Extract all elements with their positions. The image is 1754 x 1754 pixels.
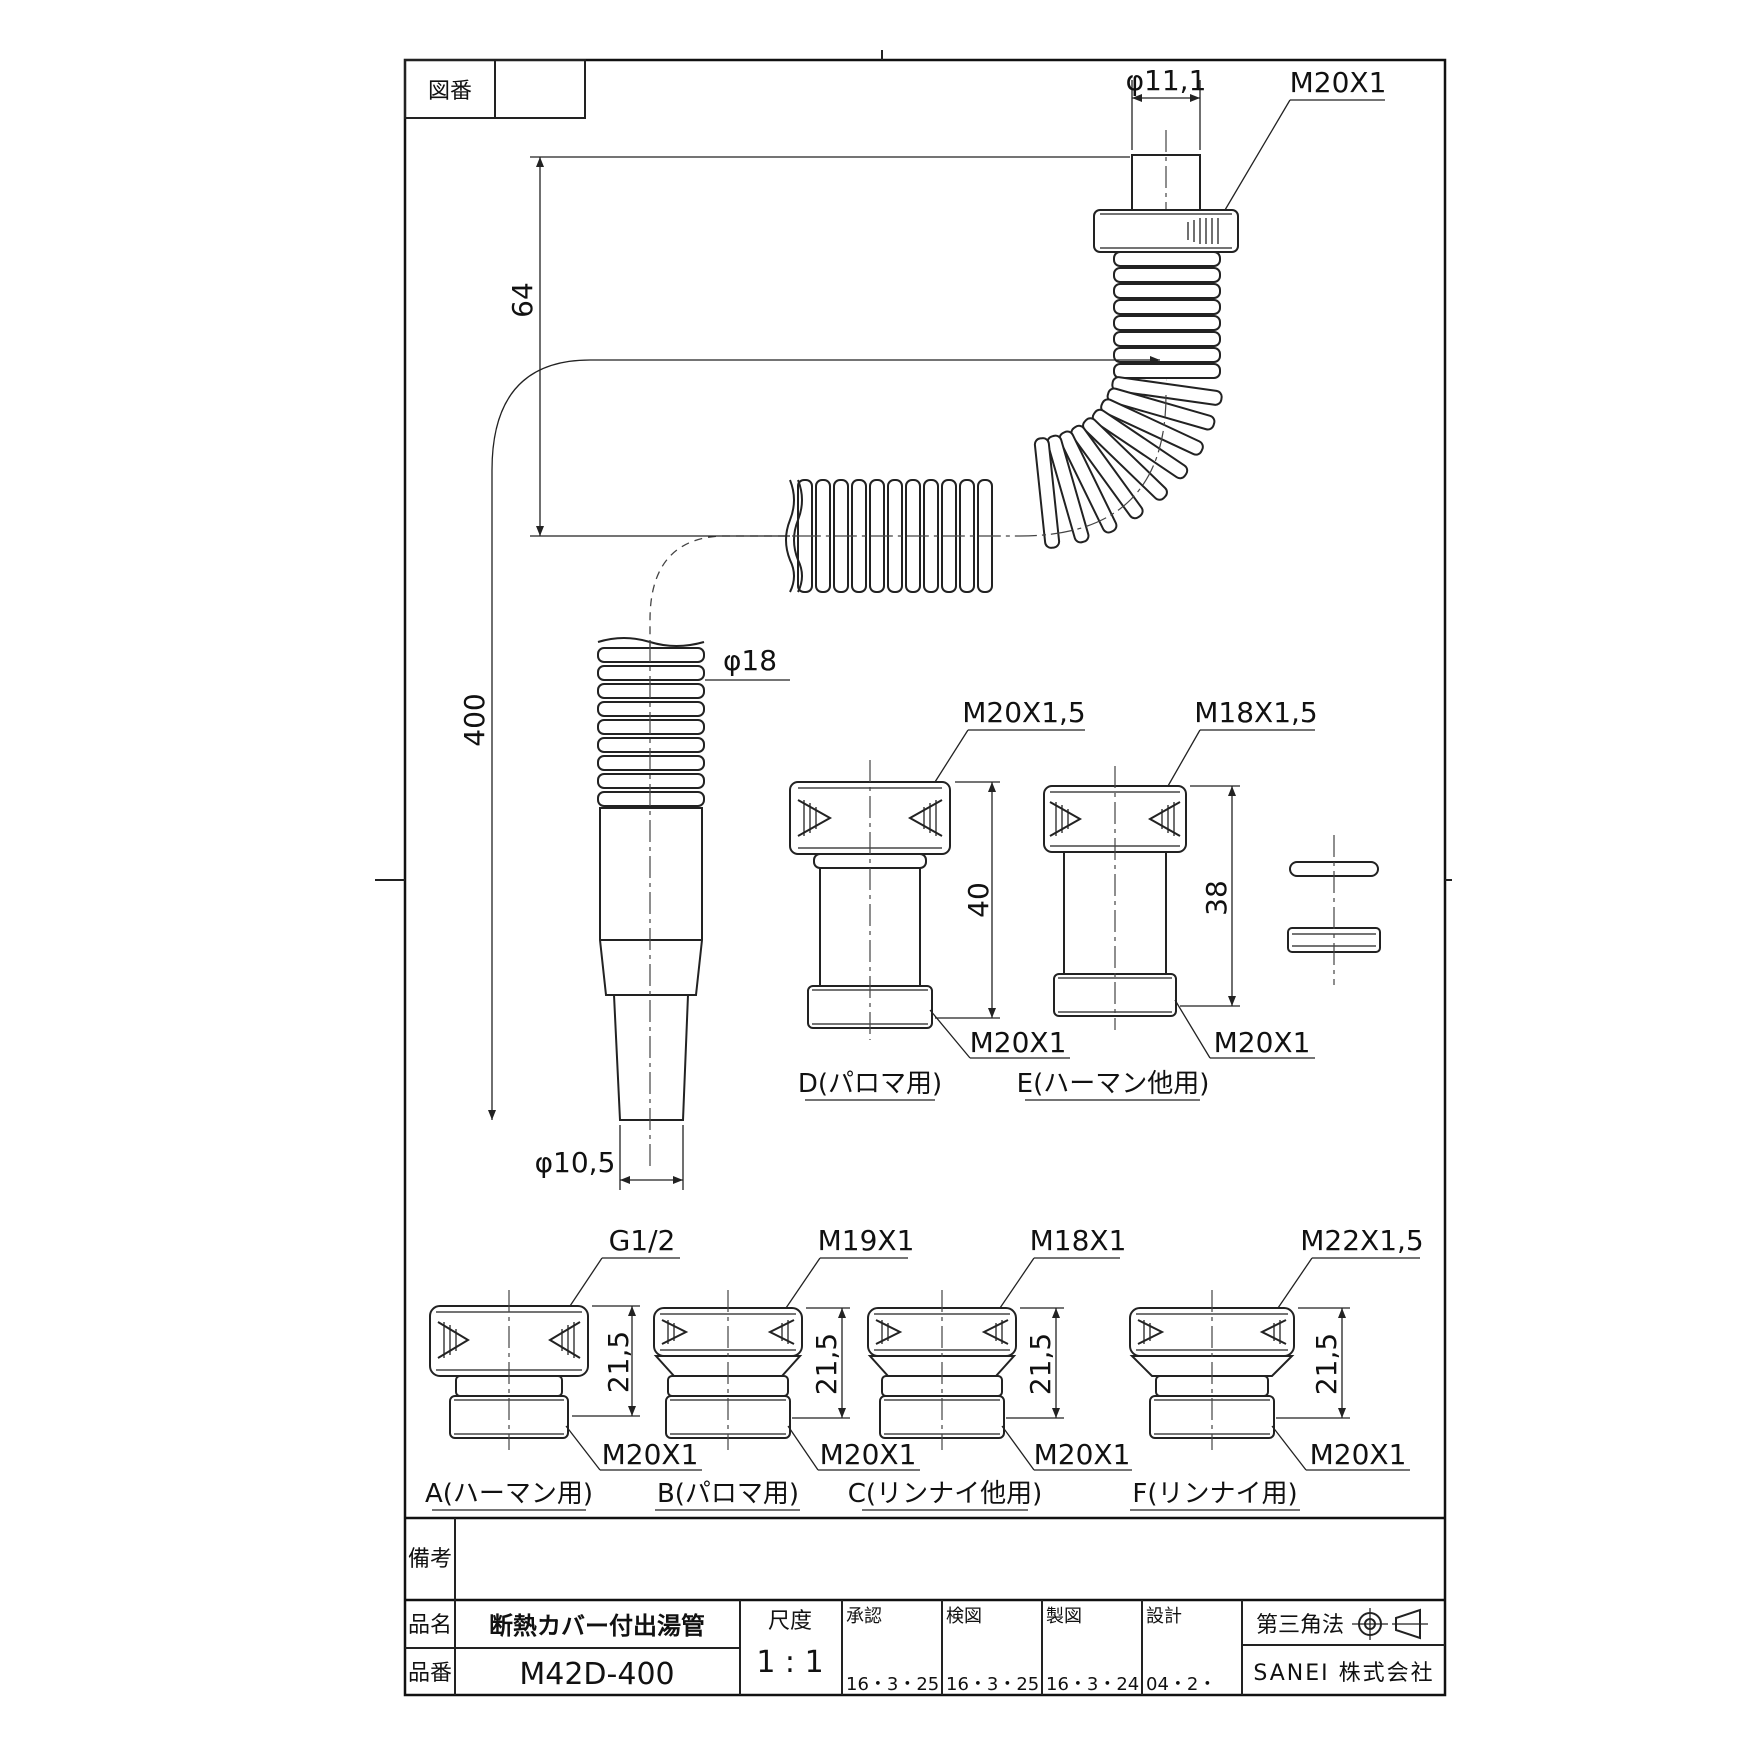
drawing-number-label: 図番	[428, 79, 472, 104]
adapter-c-name: C(リンナイ他用)	[848, 1479, 1042, 1509]
adapter-f-name: F(リンナイ用)	[1132, 1479, 1297, 1509]
height-64-dim: 64	[506, 282, 539, 318]
adapter-f-top-thread: M22X1,5	[1300, 1224, 1424, 1257]
adapter-a-name: A(ハーマン用)	[425, 1479, 593, 1509]
hose-diameter-dim: φ18	[723, 644, 777, 677]
adapter-e-top-thread: M18X1,5	[1194, 696, 1318, 729]
adapter-d-bottom-thread: M20X1	[970, 1026, 1067, 1059]
adapter-c-top-thread: M18X1	[1030, 1224, 1127, 1257]
corrugated-vertical-lower	[597, 637, 705, 807]
pipe-tip	[612, 994, 690, 1121]
adapter-e-height: 38	[1200, 880, 1233, 916]
adapter-a: G1/2 21,5 M20X1 A(ハーマン用)	[425, 1224, 702, 1511]
gaskets	[1287, 835, 1381, 985]
adapter-b-bottom-thread: M20X1	[820, 1438, 917, 1471]
adapter-c: M18X1 21,5 M20X1 C(リンナイ他用)	[848, 1224, 1132, 1511]
adapter-f: M22X1,5 21,5 M20X1 F(リンナイ用)	[1129, 1224, 1424, 1511]
adapter-f-bottom-thread: M20X1	[1310, 1438, 1407, 1471]
scale-label: 尺度	[768, 1609, 812, 1634]
adapter-b-top-thread: M19X1	[818, 1224, 915, 1257]
adapter-e-name: E(ハーマン他用)	[1017, 1069, 1210, 1099]
sheet-border	[403, 58, 1447, 1697]
title-block: 備考 品名 断熱カバー付出湯管 品番 M42D-400 尺度 1 : 1 承認 …	[405, 1516, 1445, 1695]
part-number: M42D-400	[519, 1657, 674, 1692]
approve-date: 16・3・25	[846, 1674, 939, 1695]
straight-pipe	[599, 807, 703, 996]
remarks-label: 備考	[408, 1547, 452, 1572]
top-nut-knurl	[1187, 218, 1219, 244]
product-name-label: 品名	[408, 1613, 452, 1638]
scale-value: 1 : 1	[756, 1645, 823, 1680]
check-date: 16・3・25	[946, 1674, 1039, 1695]
adapter-c-bottom-thread: M20X1	[1034, 1438, 1131, 1471]
third-angle-projection-icon	[1352, 1608, 1428, 1640]
adapter-d-name: D(パロマ用)	[798, 1069, 942, 1099]
top-nut	[1093, 209, 1239, 253]
product-name: 断熱カバー付出湯管	[489, 1612, 705, 1640]
design-label: 設計	[1146, 1606, 1182, 1627]
draw-date: 16・3・24	[1046, 1674, 1139, 1695]
adapter-c-height: 21,5	[1024, 1333, 1057, 1395]
check-label: 検図	[946, 1606, 982, 1627]
approve-label: 承認	[846, 1606, 882, 1627]
projection-label: 第三角法	[1256, 1613, 1344, 1638]
adapter-e: M18X1,5 38 M20X1 E(ハーマン他用)	[1017, 696, 1318, 1101]
adapter-a-height: 21,5	[602, 1331, 635, 1393]
adapter-a-bottom-thread: M20X1	[602, 1438, 699, 1471]
length-400-dim: 400	[458, 693, 491, 746]
adapter-b-name: B(パロマ用)	[657, 1479, 799, 1509]
company-name: SANEI 株式会社	[1253, 1661, 1434, 1686]
adapter-a-top-thread: G1/2	[609, 1224, 676, 1257]
adapter-e-bottom-thread: M20X1	[1214, 1026, 1311, 1059]
adapter-b: M19X1 21,5 M20X1 B(パロマ用)	[653, 1224, 920, 1511]
corrugated-bend	[1033, 376, 1223, 549]
adapter-d: M20X1,5 40 M20X1 D(パロマ用)	[789, 696, 1086, 1101]
adapter-f-height: 21,5	[1310, 1333, 1343, 1395]
adapter-d-height: 40	[962, 882, 995, 918]
design-date: 04・2・	[1146, 1674, 1216, 1695]
tip-diameter-dim: φ10,5	[535, 1146, 616, 1179]
draw-label: 製図	[1046, 1606, 1082, 1627]
main-dimensions: φ11,1 M20X1 64 400 φ18 φ10,5	[458, 64, 1386, 1190]
drawing-number-box: 図番	[404, 59, 586, 119]
top-thread-dim: M20X1	[1290, 66, 1387, 99]
adapter-b-height: 21,5	[810, 1333, 843, 1395]
top-diameter-dim: φ11,1	[1126, 64, 1207, 97]
part-number-label: 品番	[408, 1661, 452, 1686]
adapter-d-top-thread: M20X1,5	[962, 696, 1086, 729]
corrugated-vertical	[1113, 251, 1221, 379]
